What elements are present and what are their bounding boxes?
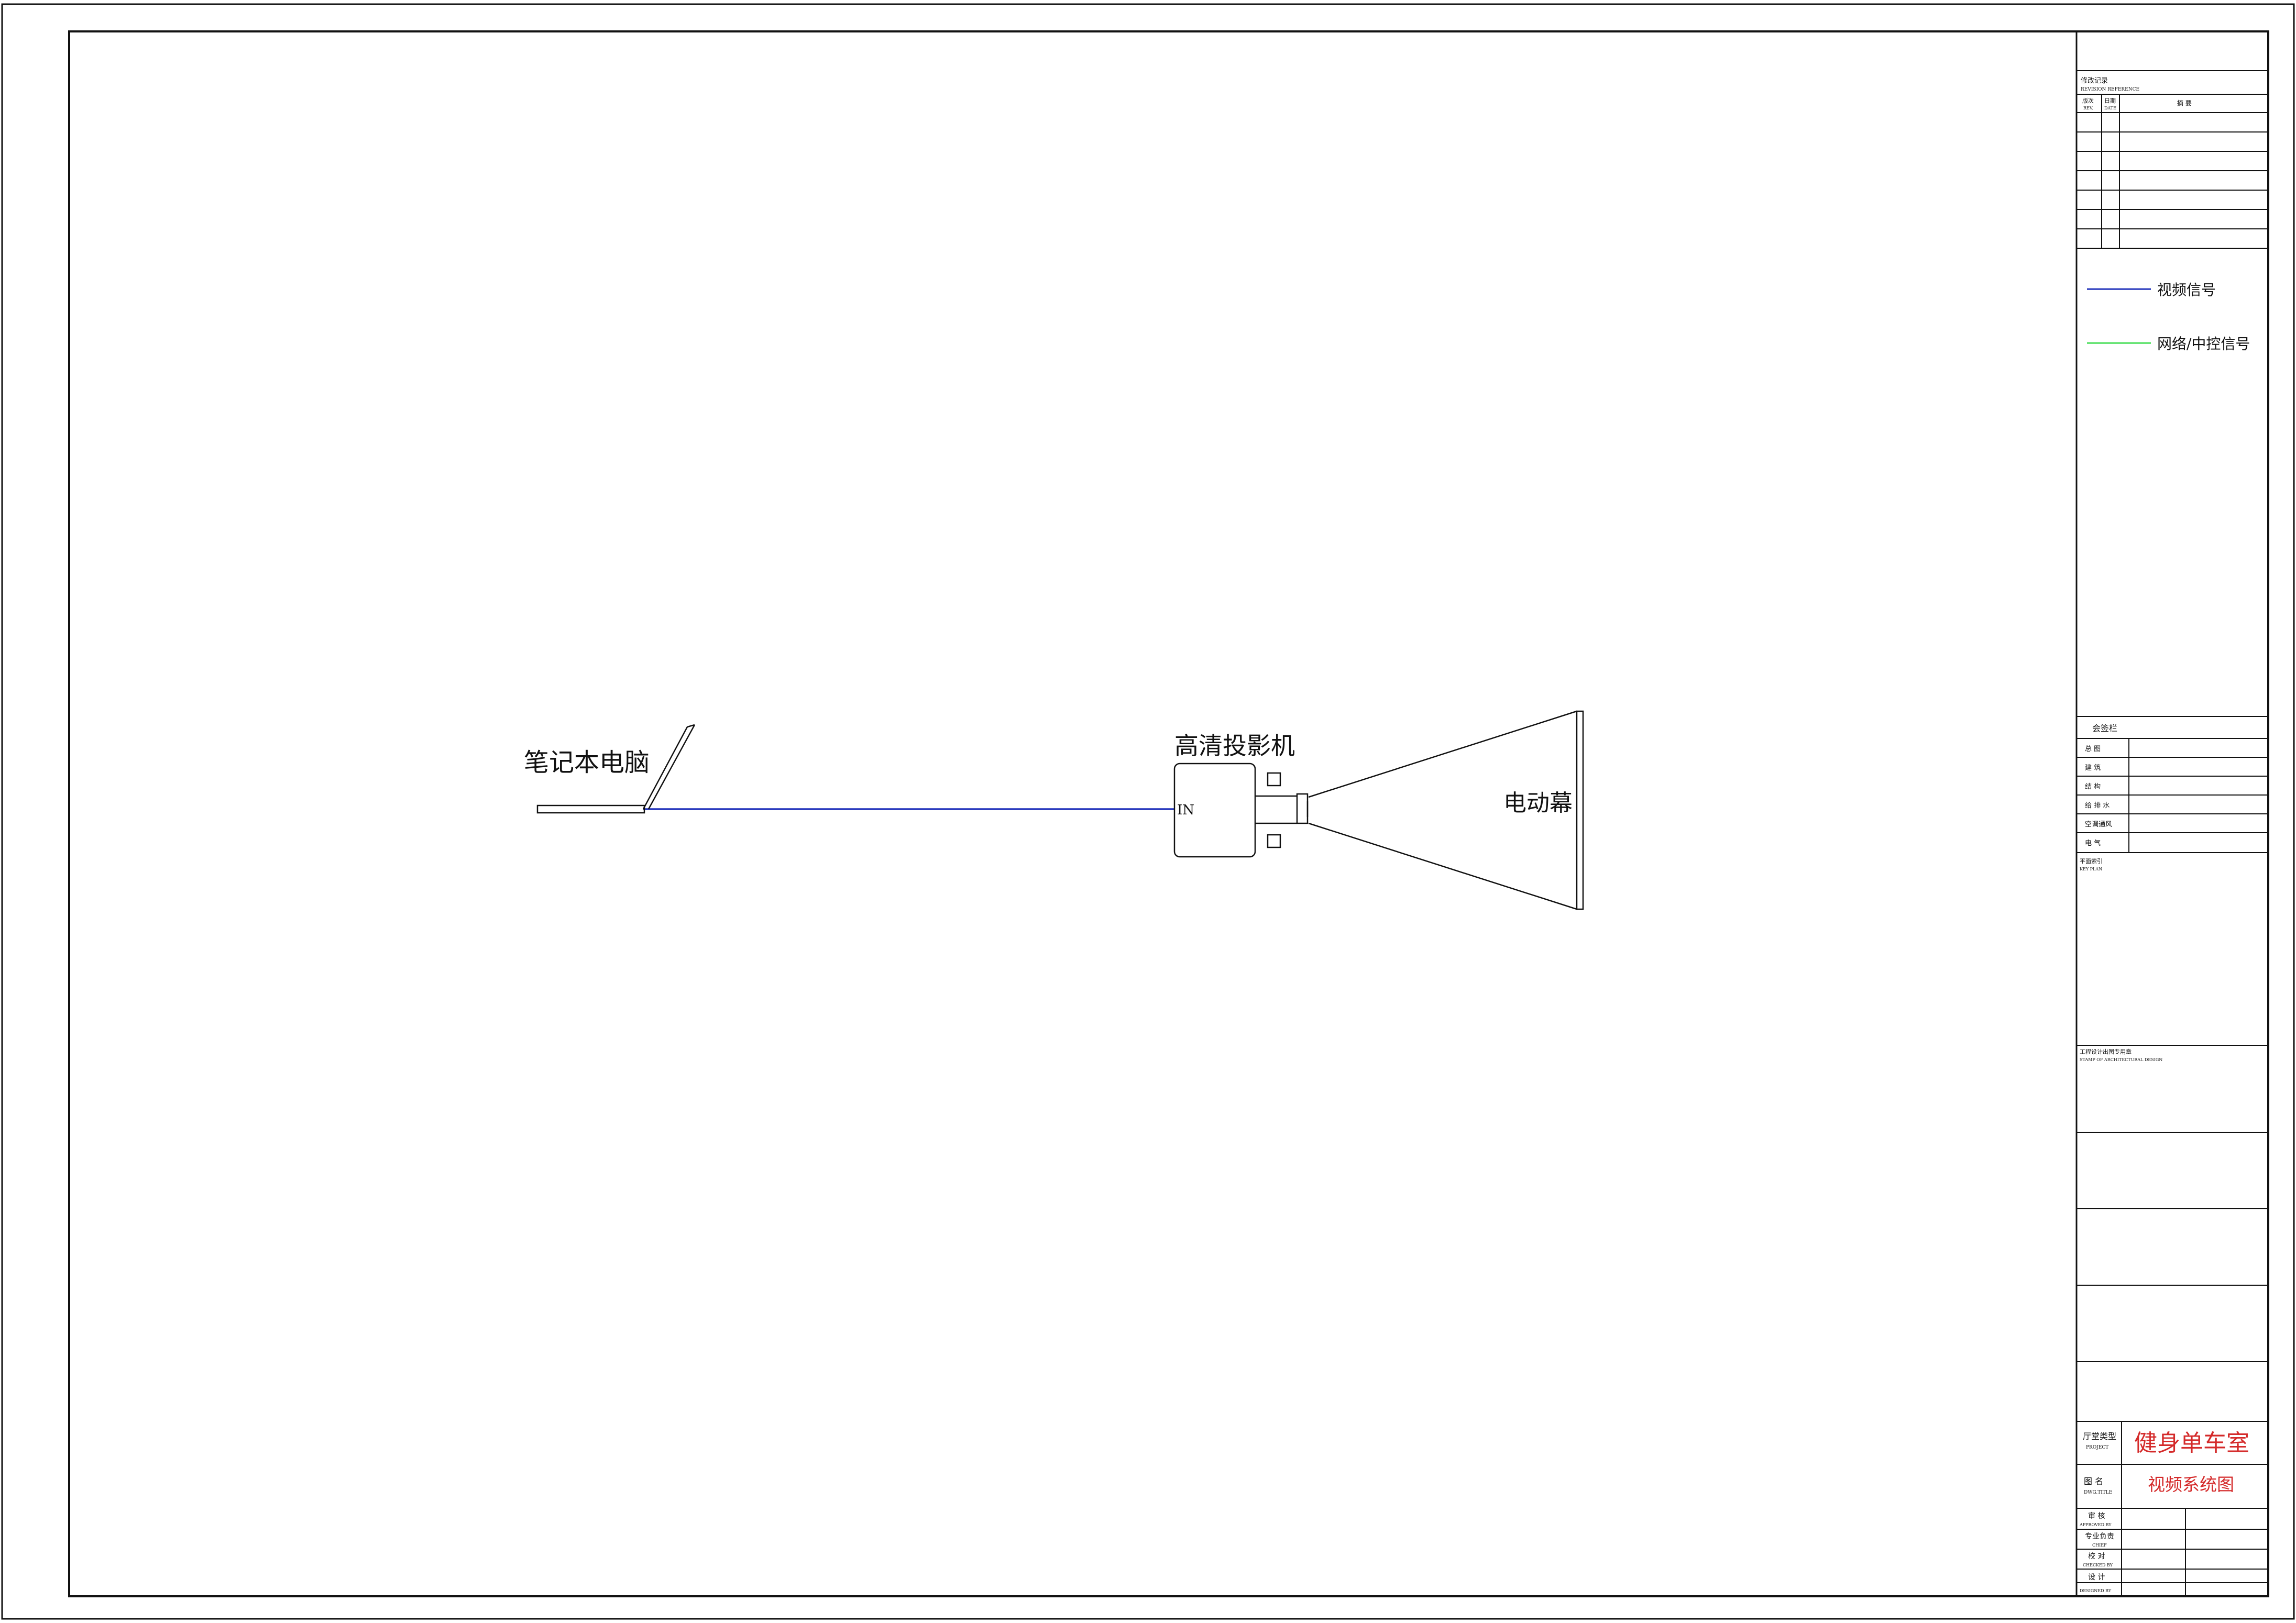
countersign-title: 会签栏 bbox=[2092, 723, 2117, 733]
legend-video-label: 视频信号 bbox=[2157, 281, 2216, 299]
signoff-approved: 审 核 bbox=[2088, 1512, 2105, 1520]
project-label-en: PROJECT bbox=[2086, 1445, 2108, 1450]
outer-frame bbox=[1, 3, 2295, 1620]
blank-panels bbox=[2077, 1132, 2268, 1596]
countersign-row-general: 总 图 bbox=[2085, 745, 2101, 753]
screen-label: 电动幕 bbox=[1503, 790, 1573, 816]
revision-col-date: 日期 bbox=[2104, 97, 2116, 104]
countersign-row-plumbing: 给 排 水 bbox=[2085, 802, 2110, 810]
stamp-title: 工程设计出图专用章 bbox=[2080, 1048, 2132, 1055]
revision-table bbox=[2077, 70, 2268, 249]
drawing-title-label-en: DWG.TITLE bbox=[2084, 1490, 2112, 1495]
project-name: 健身单车室 bbox=[2134, 1430, 2249, 1456]
laptop-label: 笔记本电脑 bbox=[524, 748, 650, 777]
key-plan-title-en: KEY PLAN bbox=[2080, 867, 2102, 871]
stamp-title-en: STAMP OF ARCHITECTURAL DESIGN bbox=[2080, 1057, 2162, 1062]
projection-screen-icon bbox=[1308, 710, 1584, 910]
projector-input-port: IN bbox=[1177, 802, 1194, 818]
signoff-checked: 校 对 bbox=[2088, 1552, 2105, 1561]
signoff-checked-en: CHECKED BY bbox=[2083, 1563, 2113, 1567]
project-label: 厅堂类型 bbox=[2083, 1431, 2116, 1441]
countersign-row-architecture: 建 筑 bbox=[2085, 764, 2101, 772]
revision-col-rev: 版次 bbox=[2082, 97, 2094, 104]
signoff-chief-en: CHIEF bbox=[2092, 1543, 2107, 1548]
projector-label: 高清投影机 bbox=[1174, 732, 1295, 760]
laptop-icon bbox=[536, 724, 696, 814]
revision-col-rev-en: REV. bbox=[2083, 106, 2093, 111]
signoff-approved-en: APPROVED BY bbox=[2079, 1522, 2112, 1527]
countersign-row-electrical: 电 气 bbox=[2085, 839, 2101, 847]
title-block: 修改记录 REVISION REFERENCE 版次 REV. 日期 DATE … bbox=[2075, 31, 2268, 1596]
revision-col-desc: 摘 要 bbox=[2177, 99, 2192, 107]
revision-title-en: REVISION REFERENCE bbox=[2081, 87, 2139, 92]
legend-network-label: 网络/中控信号 bbox=[2157, 335, 2250, 352]
key-plan-title: 平面索引 bbox=[2080, 857, 2103, 865]
countersign-row-structure: 结 构 bbox=[2085, 783, 2101, 791]
legend: 视频信号 网络/中控信号 bbox=[2087, 281, 2250, 352]
countersign-table bbox=[2077, 716, 2268, 853]
countersign-row-hvac: 空调通风 bbox=[2085, 821, 2112, 829]
drawing-title: 视频系统图 bbox=[2148, 1474, 2234, 1495]
revision-col-date-en: DATE bbox=[2104, 106, 2116, 111]
signoff-designed: 设 计 bbox=[2088, 1573, 2105, 1582]
system-diagram: 笔记本电脑 高清投影机 IN 电动幕 bbox=[524, 710, 1584, 910]
drawing-title-label: 图 名 bbox=[2084, 1476, 2103, 1486]
signoff-chief: 专业负责 bbox=[2085, 1532, 2114, 1541]
projector-icon bbox=[1173, 763, 1309, 858]
revision-title: 修改记录 bbox=[2081, 77, 2108, 85]
signoff-designed-en: DESIGNED BY bbox=[2080, 1588, 2112, 1593]
